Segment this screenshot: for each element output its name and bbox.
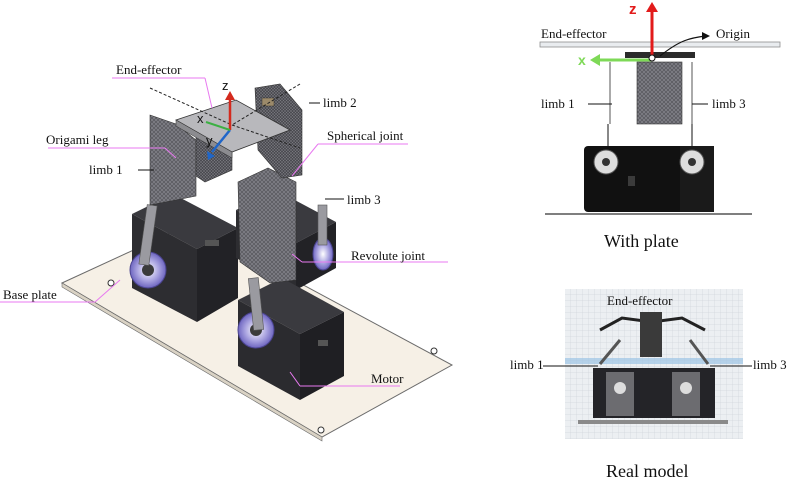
left-axis-z-label: z <box>222 78 229 93</box>
caption-with-plate: With plate <box>604 231 679 251</box>
label-limb1-real: limb 1 <box>510 357 544 372</box>
left-axis-y-label: y <box>206 133 213 148</box>
left-axis-x-label: x <box>197 111 204 126</box>
label-limb3: limb 3 <box>347 192 381 207</box>
label-limb2: limb 2 <box>323 95 357 110</box>
leader-lines <box>0 77 448 387</box>
label-base-plate: Base plate <box>3 287 57 302</box>
origami-leg-limb3 <box>237 167 297 284</box>
with-plate-figure <box>539 2 781 215</box>
label-origin: Origin <box>716 26 750 41</box>
label-limb3-plate-view: limb 3 <box>712 96 746 111</box>
label-end-effector-plate-view: End-effector <box>541 26 607 41</box>
label-end-effector-real: End-effector <box>607 293 673 308</box>
label-limb1: limb 1 <box>89 162 123 177</box>
label-origami-leg: Origami leg <box>46 132 109 147</box>
right-axis-x-label: x <box>578 52 586 68</box>
right-axis-z-label: z <box>629 1 637 18</box>
caption-real-model: Real model <box>606 461 689 481</box>
real-model-photo <box>543 289 752 439</box>
label-spherical-joint: Spherical joint <box>327 128 404 143</box>
motor-front <box>238 278 344 400</box>
label-motor: Motor <box>371 371 404 386</box>
label-limb1-plate-view: limb 1 <box>541 96 575 111</box>
label-limb3-real: limb 3 <box>753 357 787 372</box>
label-revolute-joint: Revolute joint <box>351 248 426 263</box>
label-end-effector: End-effector <box>116 62 182 77</box>
